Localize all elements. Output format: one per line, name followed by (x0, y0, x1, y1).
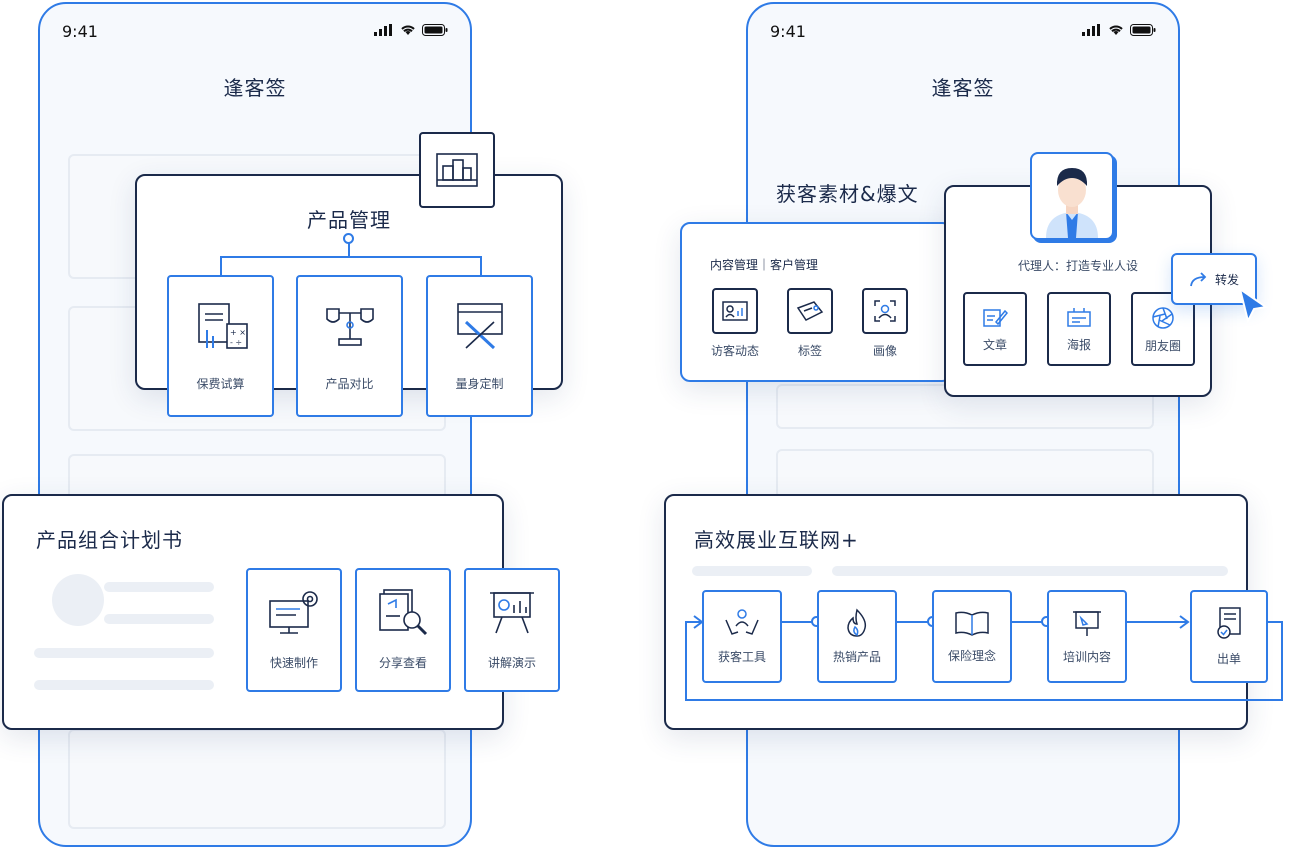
app-title: 逢客签 (931, 76, 995, 100)
agent-subtitle: 代理人：打造专业人设 (1017, 259, 1138, 273)
flow-loop-line (685, 615, 1283, 701)
flow-step-acquire[interactable]: 获客工具 (702, 590, 782, 683)
portrait-icon (874, 300, 896, 322)
battery-icon (1130, 24, 1156, 36)
tile-label: 出单 (1216, 652, 1241, 666)
content-item-tag[interactable]: 标签 (775, 288, 845, 359)
flow-step-training[interactable]: 培训内容 (1047, 590, 1127, 683)
tile-label: 获客工具 (717, 650, 766, 664)
book-icon (955, 611, 989, 636)
placeholder-bar (692, 566, 812, 576)
tile-label: 讲解演示 (487, 656, 536, 670)
connector-dot (343, 233, 354, 244)
tile-label: 保险理念 (947, 649, 996, 663)
plan-tile-present[interactable]: 讲解演示 (464, 568, 560, 692)
connector-line (348, 242, 350, 258)
status-time: 9:41 (62, 22, 98, 41)
svg-text:- ÷: - ÷ (230, 338, 242, 347)
product-tile-compare[interactable]: 产品对比 (296, 275, 403, 417)
svg-text:+ ×: + × (230, 328, 246, 337)
forward-icon (1190, 272, 1207, 287)
tools-icon (456, 303, 503, 350)
placeholder-bar (104, 614, 214, 624)
product-tile-premium[interactable]: + ×- ÷ 保费试算 (167, 275, 274, 417)
material-section-title: 获客素材&爆文 (776, 182, 919, 206)
connector-line (480, 256, 482, 276)
status-time: 9:41 (770, 22, 806, 41)
flow-step-concept[interactable]: 保险理念 (932, 590, 1012, 683)
tile-label: 朋友圈 (1144, 338, 1181, 353)
placeholder-card (776, 449, 1154, 499)
tile-label: 画像 (872, 344, 897, 358)
tag-icon (796, 301, 824, 321)
calculator-icon: + ×- ÷ (197, 303, 248, 349)
tile-label: 量身定制 (455, 377, 504, 391)
content-item-portrait[interactable]: 画像 (850, 288, 920, 359)
product-box-badge (419, 132, 495, 208)
internet-card-title: 高效展业互联网+ (694, 528, 859, 552)
visitor-chart-icon (722, 301, 748, 321)
board-icon (1073, 611, 1101, 636)
plan-card-title: 产品组合计划书 (36, 528, 183, 552)
agent-item-poster[interactable]: 海报 (1047, 292, 1111, 366)
tile-label: 培训内容 (1062, 650, 1111, 664)
content-item-visitor[interactable]: 访客动态 (700, 288, 770, 359)
poster-icon (1067, 307, 1091, 327)
aperture-icon (1152, 306, 1174, 329)
plan-tile-quick[interactable]: 快速制作 (246, 568, 342, 692)
wifi-icon (1109, 25, 1123, 35)
tile-label: 保费试算 (196, 377, 245, 391)
edit-doc-icon (983, 308, 1008, 327)
tile-label: 访客动态 (710, 344, 759, 358)
battery-icon (422, 24, 448, 36)
content-tabs[interactable]: 内容管理｜客户管理 (710, 258, 819, 272)
tile-label: 热销产品 (832, 650, 881, 664)
status-icons (1082, 24, 1156, 36)
document-search-icon (379, 589, 428, 636)
connector-line (220, 256, 482, 258)
placeholder-bar (104, 582, 214, 592)
forward-label: 转发 (1214, 272, 1239, 287)
tile-label: 标签 (797, 344, 822, 358)
connector-line (220, 256, 222, 276)
tile-label: 产品对比 (325, 377, 374, 391)
placeholder-bar (832, 566, 1228, 576)
product-tile-custom[interactable]: 量身定制 (426, 275, 533, 417)
presentation-icon (490, 592, 534, 634)
tile-label: 文章 (982, 337, 1007, 352)
flow-step-order[interactable]: 出单 (1190, 590, 1268, 683)
product-card-title: 产品管理 (307, 208, 391, 232)
avatar-placeholder (52, 574, 104, 626)
tile-label: 快速制作 (269, 656, 318, 670)
wifi-icon (401, 25, 415, 35)
fire-icon (847, 608, 867, 637)
placeholder-bar (34, 680, 214, 690)
people-hands-icon (725, 609, 759, 635)
contract-icon (1217, 607, 1241, 639)
agent-avatar-icon (1046, 168, 1098, 238)
signal-icon (374, 24, 392, 36)
tile-label: 海报 (1066, 337, 1091, 352)
agent-item-article[interactable]: 文章 (963, 292, 1027, 366)
tile-label: 分享查看 (378, 656, 427, 670)
cursor-icon (1238, 287, 1269, 323)
plan-tile-share[interactable]: 分享查看 (355, 568, 451, 692)
app-title: 逢客签 (223, 76, 287, 100)
agent-avatar (1030, 152, 1114, 240)
placeholder-bar (34, 648, 214, 658)
scale-icon (325, 308, 374, 346)
status-icons (374, 24, 448, 36)
warehouse-icon (436, 153, 478, 187)
monitor-gear-icon (269, 591, 318, 634)
flow-step-hot[interactable]: 热销产品 (817, 590, 897, 683)
placeholder-card (68, 729, 446, 829)
signal-icon (1082, 24, 1100, 36)
